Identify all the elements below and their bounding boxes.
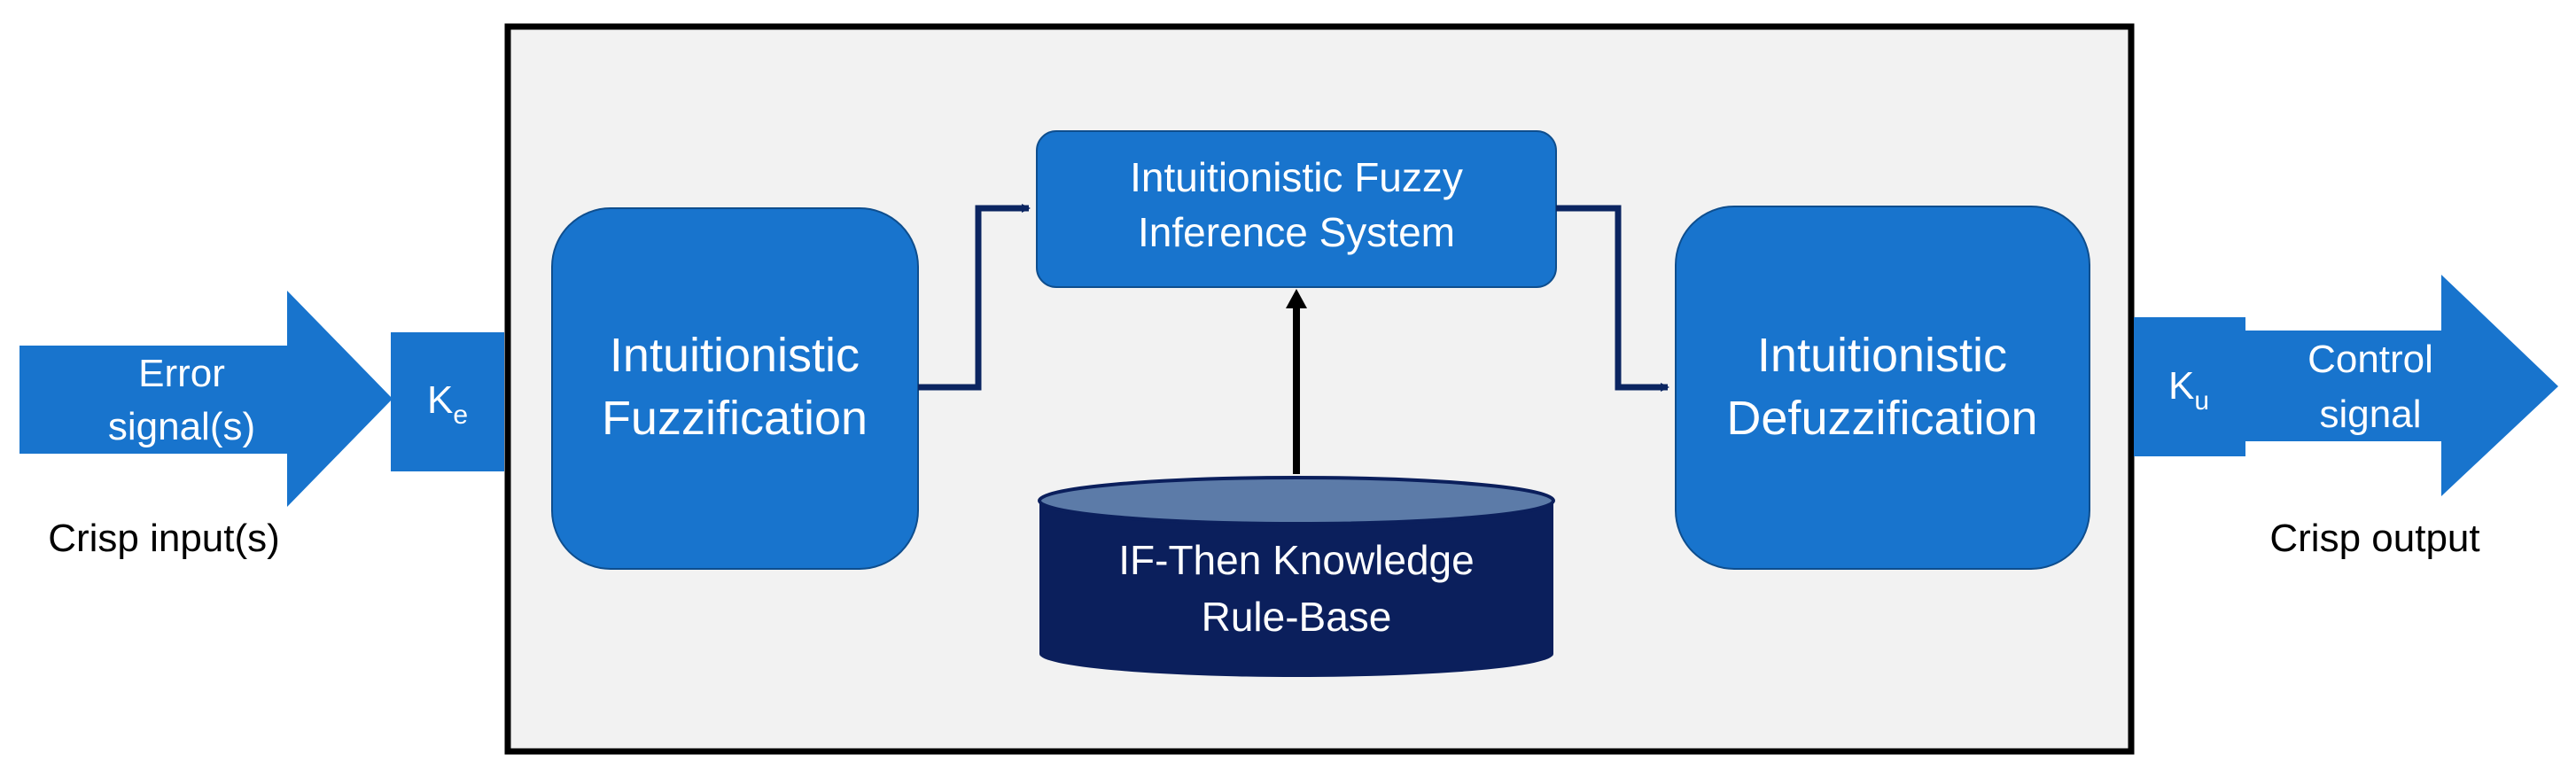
input-gain-symbol: K: [427, 378, 453, 422]
rule-base-label-line1: IF-Then Knowledge: [1118, 537, 1474, 583]
inference-to-defuzzification-connector: [1556, 205, 1669, 392]
defuzzification-label-line1: Intuitionistic: [1757, 329, 2007, 382]
input-gain-block: [391, 332, 504, 471]
input-caption: Crisp input(s): [48, 517, 280, 560]
output-gain-label: Ku: [2168, 364, 2209, 416]
rule-base-cylinder-top: [1038, 476, 1555, 525]
fuzzification-to-inference-connector: [918, 204, 1031, 391]
output-gain-symbol: K: [2168, 364, 2194, 408]
output-gain-block: [2134, 317, 2245, 456]
output-gain-subscript: u: [2194, 386, 2209, 416]
fuzzification-label-line1: Intuitionistic: [610, 329, 860, 382]
rule-base-to-inference-arrowhead: [1286, 289, 1307, 308]
rule-base-cylinder-body: [1039, 501, 1553, 677]
output-caption: Crisp output: [2269, 517, 2479, 560]
fuzzification-label-line2: Fuzzification: [602, 392, 868, 445]
output-arrow-label-line2: signal: [2320, 393, 2422, 436]
defuzzification-label-line2: Defuzzification: [1726, 392, 2037, 445]
input-arrow: [19, 291, 393, 507]
input-arrow-label-line1: Error: [138, 352, 225, 395]
input-gain-subscript: e: [453, 401, 468, 430]
inference-system-label-line2: Inference System: [1138, 209, 1455, 255]
inference-system-label-line1: Intuitionistic Fuzzy: [1130, 154, 1463, 200]
fuzzification-block: [551, 207, 919, 570]
rule-base-label-line2: Rule-Base: [1202, 594, 1392, 640]
output-arrow: [2245, 275, 2558, 496]
input-arrow-label-line2: signal(s): [108, 405, 255, 448]
input-gain-label: Ke: [427, 378, 468, 430]
defuzzification-block: [1675, 206, 2090, 570]
output-arrow-label-line1: Control: [2308, 338, 2433, 381]
